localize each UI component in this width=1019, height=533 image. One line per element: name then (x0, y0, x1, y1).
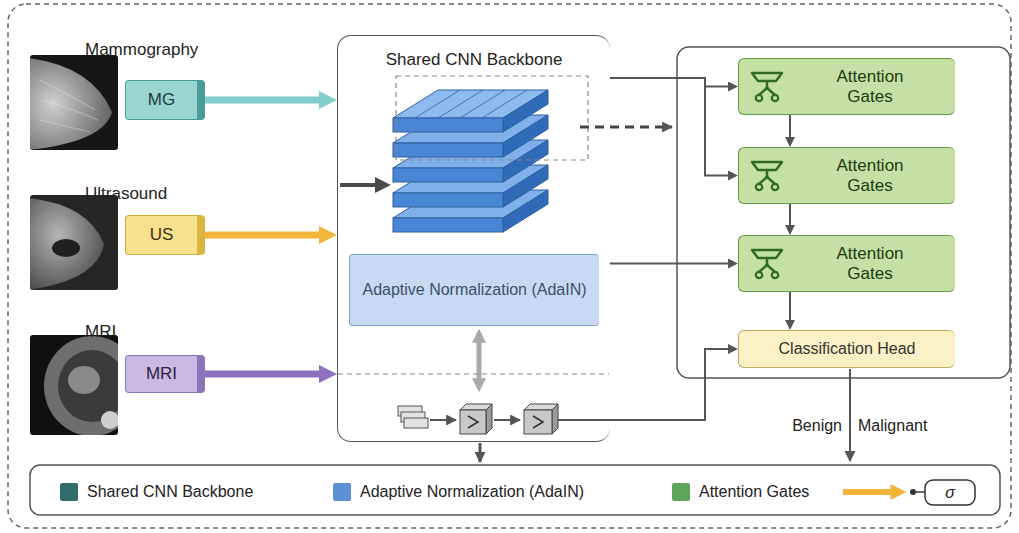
mri-spot (101, 411, 118, 429)
decision-line (849, 369, 851, 461)
modality-label: MRI (85, 322, 116, 342)
legend-text: Attention Gates (699, 483, 809, 501)
flow-connector (610, 263, 733, 265)
modality-arrow (205, 371, 328, 378)
breast-shape (30, 58, 112, 150)
modality-label: Mammography (85, 40, 198, 60)
lesion (52, 239, 80, 257)
mammography-image (28, 55, 118, 150)
legend-arrow (843, 489, 900, 495)
ultrasound-image (28, 195, 118, 290)
attention-gate-box: Attention Gates (738, 235, 955, 292)
flow-connector (789, 115, 791, 142)
tissue-lines (40, 80, 98, 132)
legend-swatch (672, 483, 690, 501)
backbone-box: Shared CNN BackboneAdaptive Normalizatio… (337, 35, 610, 442)
dashed-arrow (580, 126, 672, 129)
feature-slab (393, 165, 548, 207)
double-arrow (477, 333, 482, 388)
modality-label: Ultrasound (85, 184, 167, 204)
attention-icon-shape (752, 73, 782, 101)
mri-image (30, 335, 140, 436)
attention-icon-shape (752, 162, 782, 190)
modality-arrow (205, 97, 328, 104)
node-label: Adaptive Normalization (AdaIN) (362, 281, 586, 299)
input-tag: US (125, 215, 205, 255)
sigmoid-symbol: σ (925, 480, 975, 505)
attention-gate-box: Attention Gates (738, 147, 955, 204)
tissue-shape (30, 198, 104, 290)
attention-icon-shape (752, 250, 782, 278)
legend-bar (30, 465, 1000, 515)
legend-item: Adaptive Normalization (AdaIN) (333, 480, 584, 504)
block-pipeline (398, 404, 610, 434)
attention-icon (747, 244, 787, 284)
focus-region (396, 76, 588, 160)
node-label: Classification Head (779, 340, 916, 358)
legend-item: Attention Gates (672, 480, 809, 504)
legend-dot (910, 489, 916, 495)
mri-body (44, 336, 118, 435)
feature-slab (393, 190, 548, 232)
legend-wire (916, 491, 925, 493)
mri-tissue (68, 366, 100, 394)
flow-connector (610, 78, 733, 176)
legend-swatch (333, 483, 351, 501)
node-label: Attention Gates (820, 156, 920, 195)
classification-head-box: Classification Head (738, 330, 955, 368)
divider-line (338, 373, 609, 374)
node-label: Shared CNN Backbone (386, 50, 563, 70)
adain-box: Adaptive Normalization (AdaIN) (349, 254, 599, 326)
attention-icon (747, 67, 787, 107)
feature-stack (393, 90, 548, 232)
feature-slab (393, 90, 548, 132)
input-arrow (340, 183, 386, 187)
legend-text: Adaptive Normalization (AdaIN) (360, 483, 584, 501)
outer-frame (8, 4, 1011, 528)
legend-text: Shared CNN Backbone (87, 483, 253, 501)
flow-connector (610, 349, 733, 420)
feature-slab (393, 115, 548, 157)
node-label: Attention Gates (820, 67, 920, 106)
flow-connector (789, 292, 791, 325)
legend-item: Shared CNN Backbone (60, 480, 253, 504)
modality-arrow (205, 232, 328, 239)
feature-slab (393, 140, 548, 182)
input-tag: MG (125, 80, 205, 120)
flow-connector (610, 78, 733, 87)
node-label: MG (148, 90, 175, 110)
output-label: Malignant (858, 417, 927, 435)
node-label: US (150, 225, 174, 245)
attention-gate-box: Attention Gates (738, 58, 955, 115)
node-label: Attention Gates (820, 244, 920, 283)
flow-connector (789, 204, 791, 230)
output-arrow (479, 443, 482, 462)
input-tag: MRI (125, 355, 205, 393)
legend-swatch (60, 483, 78, 501)
sigmoid-box (925, 480, 975, 505)
output-label: Benign (792, 417, 842, 435)
node-label: MRI (146, 364, 177, 384)
attention-icon (747, 156, 787, 196)
attention-panel (677, 47, 1010, 378)
